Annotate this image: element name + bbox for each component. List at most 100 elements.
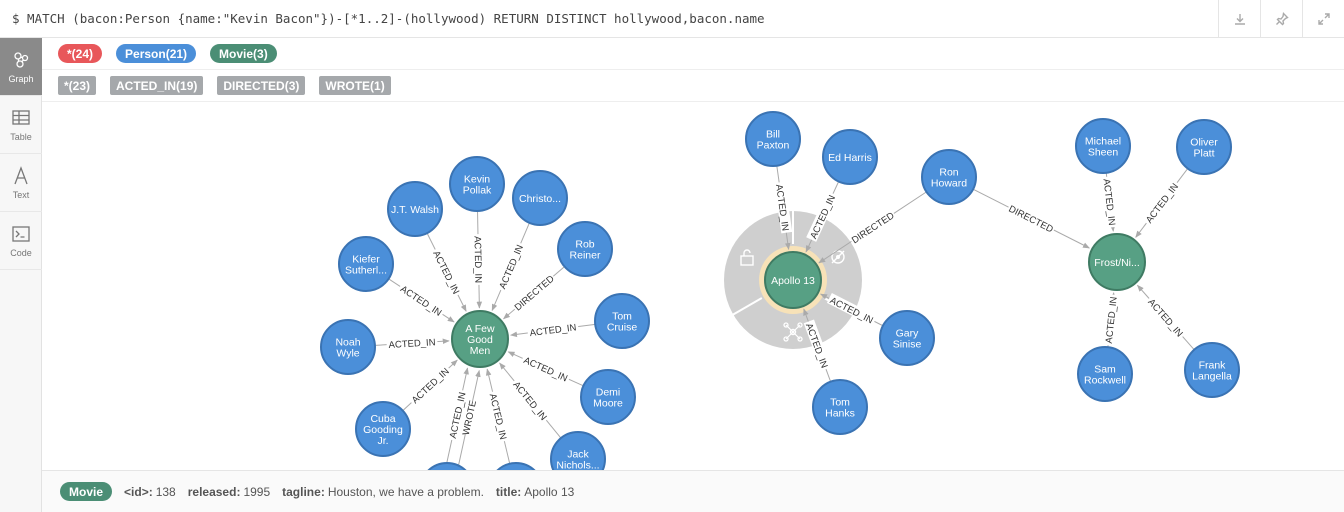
relationship-acted-in[interactable]: ACTED_IN <box>1100 172 1119 232</box>
relationship-label: ACTED_IN <box>430 249 461 296</box>
expand-icon <box>1317 13 1330 25</box>
label-pill-person[interactable]: Person(21) <box>116 44 197 63</box>
rel-tag-acted-in[interactable]: ACTED_IN(19) <box>110 76 204 95</box>
relationship-acted-in[interactable]: ACTED_IN <box>1102 292 1120 348</box>
query-bar: $ MATCH (bacon:Person {name:"Kevin Bacon… <box>0 0 1344 38</box>
relationship-acted-in[interactable]: ACTED_IN <box>471 210 485 309</box>
pin-icon <box>1275 12 1289 26</box>
graph-node-frost[interactable]: Frost/Ni... <box>1088 233 1146 291</box>
relationship-acted-in[interactable]: ACTED_IN <box>374 335 450 352</box>
node-caption: Kevin <box>464 174 490 186</box>
expand-relationships-icon[interactable] <box>783 322 803 342</box>
relationship-directed[interactable]: DIRECTED <box>972 188 1090 249</box>
details-prop-id: <id>:138 <box>124 484 176 499</box>
hide-icon[interactable] <box>831 250 845 264</box>
sidebar-item-table[interactable]: Table <box>0 96 42 154</box>
relationship-label: ACTED_IN <box>1144 181 1181 225</box>
node-caption: Pollak <box>463 185 492 197</box>
node-caption: Rob <box>575 239 594 251</box>
details-label-pill[interactable]: Movie <box>60 482 113 501</box>
relationship-label: ACTED_IN <box>398 284 443 319</box>
node-caption: Sinise <box>893 339 922 351</box>
sidebar-item-label: Table <box>10 131 32 142</box>
details-prop-tagline: tagline:Houston, we have a problem. <box>282 484 484 499</box>
sidebar-item-label: Graph <box>8 73 34 84</box>
expand-button[interactable] <box>1302 0 1344 38</box>
node-caption: Howard <box>931 178 967 190</box>
download-button[interactable] <box>1218 0 1260 38</box>
sidebar-item-graph[interactable]: Graph <box>0 38 42 96</box>
relationship-types-row: *(23) ACTED_IN(19) DIRECTED(3) WROTE(1) <box>42 70 1344 102</box>
node-details-bar: Movie <id>:138 released:1995 tagline:Hou… <box>42 470 1344 512</box>
graph-node-christo[interactable]: Christo... <box>512 170 568 226</box>
graph-node-aaron[interactable]: Aaron <box>420 462 474 470</box>
view-sidebar: Graph Table Text Code <box>0 38 42 512</box>
node-caption: J.T. Walsh <box>391 204 439 216</box>
graph-node-ksutherl[interactable]: KieferSutherl... <box>338 236 394 292</box>
label-pill-all[interactable]: *(24) <box>58 44 103 63</box>
graph-node-apollo[interactable]: Apollo 13 <box>764 251 822 309</box>
relationship-acted-in[interactable]: ACTED_IN <box>510 320 596 340</box>
node-caption: Jr. <box>377 435 388 447</box>
pin-button[interactable] <box>1260 0 1302 38</box>
node-caption: Rockwell <box>1084 375 1126 387</box>
query-text[interactable]: $ MATCH (bacon:Person {name:"Kevin Bacon… <box>12 11 765 26</box>
graph-node-hidden1[interactable] <box>489 462 543 470</box>
rel-tag-directed[interactable]: DIRECTED(3) <box>217 76 306 95</box>
relationship-label: ACTED_IN <box>510 380 548 423</box>
label-pill-movie[interactable]: Movie(3) <box>210 44 277 63</box>
relationship-acted-in[interactable]: ACTED_IN <box>402 359 458 412</box>
graph-node-jtwalsh[interactable]: J.T. Walsh <box>387 181 443 237</box>
node-caption: Oliver <box>1190 137 1218 149</box>
node-caption: Jack <box>567 449 589 461</box>
relationship-label: DIRECTED <box>513 273 557 313</box>
details-prop-title: title:Apollo 13 <box>495 484 575 499</box>
node-caption: Men <box>470 345 491 357</box>
relationship-acted-in[interactable]: ACTED_IN <box>426 232 467 312</box>
node-caption: Frank <box>1199 360 1227 372</box>
rel-tag-wrote[interactable]: WROTE(1) <box>319 76 391 95</box>
rel-tag-all[interactable]: *(23) <box>58 76 97 95</box>
unlock-icon[interactable] <box>740 249 754 266</box>
relationship-label: ACTED_IN <box>1145 297 1184 340</box>
relationship-acted-in[interactable]: ACTED_IN <box>388 278 455 323</box>
relationship-label: ACTED_IN <box>472 236 484 283</box>
relationship-acted-in[interactable]: ACTED_IN <box>1135 168 1189 238</box>
text-icon <box>14 165 28 184</box>
graph-node-jnichols[interactable]: JackNichols... <box>550 431 606 470</box>
relationship-label: ACTED_IN <box>487 393 509 441</box>
relationship-label: ACTED_IN <box>529 322 577 339</box>
node-caption: Christo... <box>519 193 561 205</box>
relationship-acted-in[interactable]: ACTED_IN <box>1137 284 1195 351</box>
node-caption: Bill <box>766 129 780 141</box>
node-caption: Tom <box>830 397 850 409</box>
sidebar-item-code[interactable]: Code <box>0 212 42 270</box>
node-caption: Sheen <box>1088 147 1119 159</box>
node-caption: Frost/Ni... <box>1094 257 1140 269</box>
sidebar-item-text[interactable]: Text <box>0 154 42 212</box>
node-caption: Cruise <box>607 322 638 334</box>
ring-divider <box>731 297 763 316</box>
graph-node-edharris[interactable]: Ed Harris <box>822 129 878 185</box>
sidebar-item-label: Text <box>12 189 30 200</box>
node-caption: Demi <box>596 387 621 399</box>
node-caption: Michael <box>1085 136 1121 148</box>
relationship-acted-in[interactable]: ACTED_IN <box>485 368 511 464</box>
